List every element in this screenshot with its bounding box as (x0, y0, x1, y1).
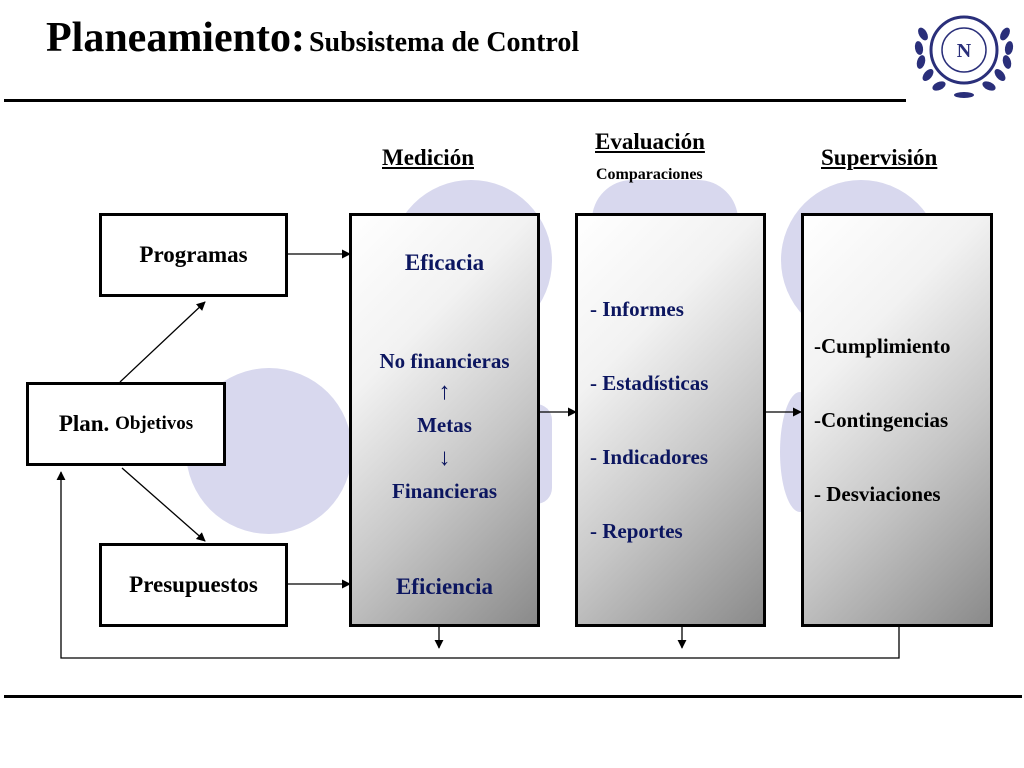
plan-label: Plan. (58, 411, 110, 436)
university-seal-logo: N (914, 15, 1014, 98)
decorative-circle (536, 404, 552, 504)
financieras-label: Financieras (392, 479, 497, 503)
supervision-box: -Cumplimiento -Contingencias - Desviacio… (801, 213, 993, 627)
evaluacion-item: - Indicadores (590, 445, 709, 469)
header-comparaciones: Comparaciones (596, 166, 703, 183)
arrow-up-icon: ↑ (438, 379, 451, 405)
evaluacion-item: - Reportes (590, 519, 683, 543)
no-financieras-label: No financieras (379, 349, 510, 373)
header-supervision: Supervisión (821, 145, 938, 170)
title-main: Planeamiento: (46, 15, 305, 61)
supervision-item: - Desviaciones (814, 482, 941, 506)
footer-divider (4, 695, 1022, 698)
programas-label: Programas (139, 242, 248, 267)
programas-box: Programas (99, 213, 288, 297)
evaluacion-box: - Informes - Estadísticas - Indicadores … (575, 213, 766, 627)
metas-label: Metas (417, 413, 472, 437)
evaluacion-item: - Estadísticas (590, 371, 709, 395)
logo-monogram: N (957, 40, 972, 62)
supervision-item: -Contingencias (814, 408, 949, 432)
eficiencia-label: Eficiencia (395, 574, 494, 599)
presupuestos-label: Presupuestos (129, 572, 258, 597)
header-medicion: Medición (382, 145, 474, 170)
page-title: Planeamiento: Subsistema de Control (46, 14, 579, 62)
title-sub: Subsistema de Control (308, 27, 580, 58)
medicion-box: Eficacia No financieras ↑ Metas ↓ Financ… (349, 213, 540, 627)
header-divider (4, 99, 1022, 102)
presupuestos-box: Presupuestos (99, 543, 288, 627)
plan-objetivos-box: Plan. Objetivos (26, 382, 226, 466)
objetivos-label: Objetivos (115, 413, 194, 434)
header-evaluacion: Evaluación (595, 129, 705, 154)
arrow-down-icon: ↓ (438, 445, 451, 471)
evaluacion-item: - Informes (590, 297, 684, 321)
eficacia-label: Eficacia (404, 250, 485, 275)
supervision-item: -Cumplimiento (814, 334, 951, 358)
